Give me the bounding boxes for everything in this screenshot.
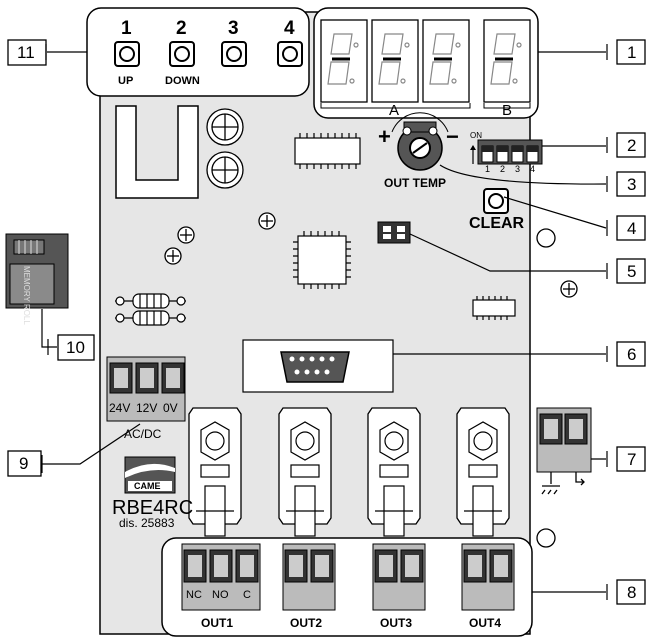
callout-3: 3 (627, 175, 637, 194)
power-terminal-block (106, 356, 186, 422)
inductors (115, 293, 186, 326)
output-1-label: OUT1 (201, 616, 234, 630)
came-logo (124, 456, 176, 494)
minus-sign: − (446, 124, 459, 149)
output-3-label: OUT3 (380, 616, 413, 630)
callout-10: 10 (66, 338, 85, 357)
callout-1: 1 (627, 43, 637, 62)
callout-2: 2 (627, 136, 637, 155)
out-temp-trimmer (391, 112, 449, 171)
brand-logo-text: CAME (134, 481, 161, 491)
callout-7: 7 (627, 450, 637, 469)
key-up-label: UP (118, 75, 134, 87)
dip-switch (470, 139, 543, 165)
ic-square (297, 235, 347, 285)
display-a1 (320, 19, 368, 103)
clear-button-part (483, 188, 509, 214)
leader-lines (41, 44, 608, 600)
display-b (483, 19, 531, 103)
display-a2 (371, 19, 419, 103)
dip-number-4: 4 (530, 164, 536, 174)
ic-top (294, 137, 361, 165)
contact-no-label: NO (212, 589, 229, 601)
contact-c-label: C (243, 589, 251, 601)
jumper (377, 221, 411, 244)
ic-chips (294, 137, 516, 317)
segment-outlines (327, 33, 522, 85)
output-2-label: OUT2 (290, 616, 323, 630)
out-temp-label: OUT TEMP (384, 176, 446, 190)
key-number-4: 4 (284, 18, 295, 39)
memory-roll-module (5, 233, 69, 309)
power-12v-label: 12V (136, 401, 158, 415)
key-number-2: 2 (176, 18, 187, 39)
power-0v-label: 0V (163, 401, 178, 415)
callout-9: 9 (19, 454, 29, 473)
output-terminal-blocks (181, 543, 515, 611)
dip-number-3: 3 (515, 164, 521, 174)
round-components (164, 108, 578, 298)
power-24v-label: 24V (109, 401, 131, 415)
display-a3 (422, 19, 470, 103)
seven-segment-displays (320, 19, 531, 103)
display-label-a: A (389, 102, 400, 119)
contact-nc-label: NC (186, 589, 202, 601)
callout-8: 8 (627, 583, 637, 602)
callout-4: 4 (627, 219, 637, 238)
callout-5: 5 (627, 262, 637, 281)
output-4-label: OUT4 (469, 616, 502, 630)
dip-number-1: 1 (485, 164, 491, 174)
serial-connector (242, 339, 394, 393)
drawing-number: dis. 25883 (119, 516, 175, 530)
callout-6: 6 (627, 345, 637, 364)
heat-sink (115, 105, 199, 199)
clear-label: CLEAR (469, 215, 525, 232)
key-number-1: 1 (121, 18, 132, 39)
relays (188, 407, 510, 525)
model-name: RBE4RC (112, 497, 194, 519)
callout-boxes (7, 39, 646, 605)
relay-leads (196, 485, 502, 537)
plus-sign: + (378, 124, 391, 149)
key-down-label: DOWN (165, 75, 200, 87)
callout-11: 11 (17, 43, 35, 62)
dip-on-label: ON (470, 131, 482, 140)
display-brackets (320, 103, 531, 109)
key-number-3: 3 (228, 18, 239, 39)
ic-right (472, 299, 516, 317)
relay-coils (200, 421, 498, 478)
power-caption: AC/DC (124, 427, 162, 441)
display-label-b: B (502, 102, 513, 119)
antenna-terminal-block (536, 407, 592, 495)
ic-pins (293, 133, 508, 320)
keys-group (114, 41, 303, 67)
memory-roll-label: MEMORY ROLL (22, 266, 31, 325)
dip-number-2: 2 (500, 164, 506, 174)
